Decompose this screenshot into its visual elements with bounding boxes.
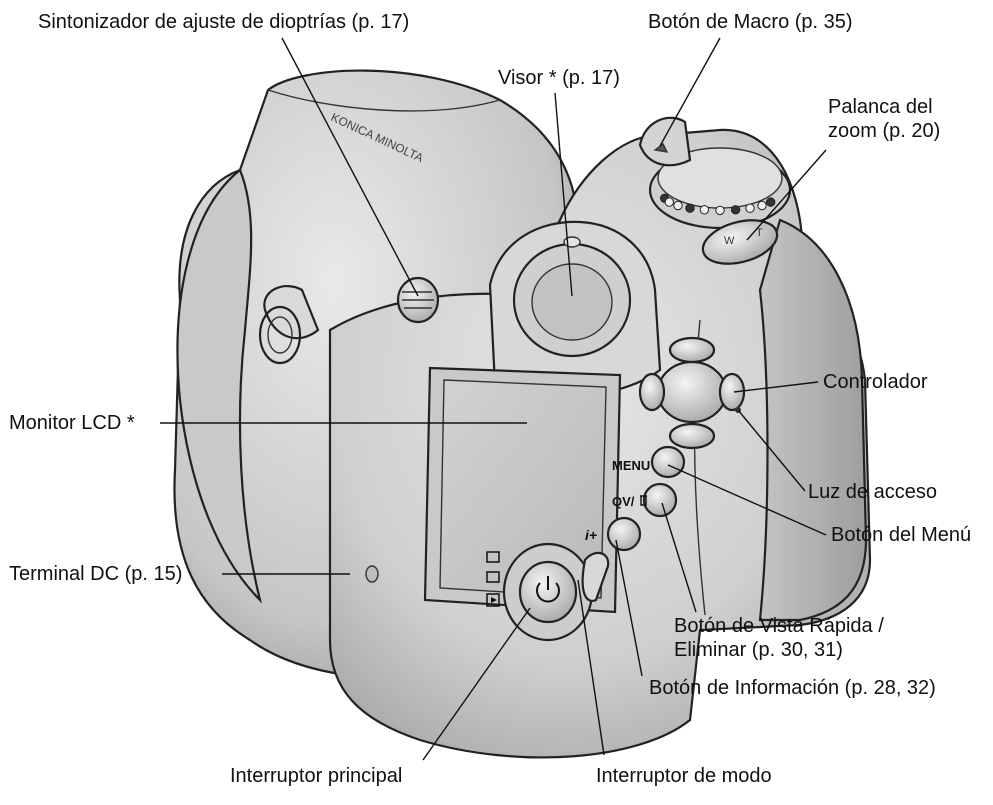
mode-switch-shape [486, 551, 610, 607]
mode-dial [648, 147, 792, 230]
macro-button-shape [638, 116, 692, 167]
leader-macro [659, 37, 721, 147]
leader-viewfinder [554, 92, 573, 297]
label-mode-switch: Interruptor de modo [596, 765, 772, 787]
info-marking: i+ [585, 527, 597, 543]
record-mode-icon [486, 551, 500, 563]
leader-menu [667, 464, 827, 536]
label-viewfinder: Visor * (p. 17) [498, 67, 620, 89]
dial-position-mark [766, 197, 776, 207]
svg-text:QV/: QV/ [612, 494, 635, 509]
label-diopter-dial: Sintonizador de ajuste de dioptrías (p. … [38, 11, 410, 33]
label-access-lamp: Luz de acceso [808, 481, 937, 503]
label-dc-terminal: Terminal DC (p. 15) [9, 563, 183, 585]
leader-zoom [746, 149, 827, 241]
dial-position-icons [660, 193, 776, 216]
leader-access-lamp [737, 409, 806, 492]
label-zoom-lever-2: zoom (p. 20) [828, 120, 941, 142]
menu-button-shape: MENU [612, 445, 686, 479]
label-info-button: Botón de Información (p. 28, 32) [649, 677, 936, 699]
controller-cluster [638, 336, 746, 450]
label-quick-view-2: Eliminar (p. 30, 31) [674, 639, 843, 661]
menu-marking: MENU [612, 458, 650, 473]
label-main-switch: Interruptor principal [230, 765, 403, 787]
leader-controller [733, 381, 819, 393]
viewfinder-glass [531, 263, 613, 341]
label-controller: Controlador [823, 371, 928, 393]
leader-info [615, 539, 643, 677]
leader-diopter [281, 37, 419, 297]
dial-position-mark [745, 203, 755, 213]
strap-lug [258, 285, 320, 365]
label-macro-button: Botón de Macro (p. 35) [648, 11, 853, 33]
trash-icon [640, 495, 647, 506]
leader-mode-switch [577, 579, 605, 756]
zoom-lever-shape: W T [701, 219, 779, 265]
label-menu-button: Botón del Menú [831, 524, 972, 546]
playback-mode-icon [486, 593, 500, 607]
leader-qv [661, 502, 697, 613]
leader-main-switch [422, 607, 531, 761]
diopter-dial [396, 276, 440, 324]
dial-position-mark [664, 197, 674, 207]
zoom-t-mark: T [756, 227, 763, 239]
label-lcd-monitor: Monitor LCD * [9, 412, 135, 434]
dial-position-mark [673, 200, 683, 211]
dc-terminal-port [365, 565, 379, 583]
qv-button-shape: QV/ [612, 482, 678, 518]
label-zoom-lever-1: Palanca del [828, 96, 933, 118]
dial-position-mark [699, 205, 710, 215]
dial-position-mark [685, 203, 695, 213]
main-switch-shape [502, 542, 594, 642]
leader-lines [160, 37, 827, 761]
label-quick-view-1: Botón de Vista Rápida / [674, 615, 884, 637]
power-icon [536, 582, 560, 603]
dial-position-mark [715, 205, 725, 216]
dial-position-mark [757, 200, 767, 211]
zoom-w-mark: W [724, 235, 735, 247]
dial-position-mark [730, 205, 741, 215]
movie-mode-icon [486, 571, 500, 583]
